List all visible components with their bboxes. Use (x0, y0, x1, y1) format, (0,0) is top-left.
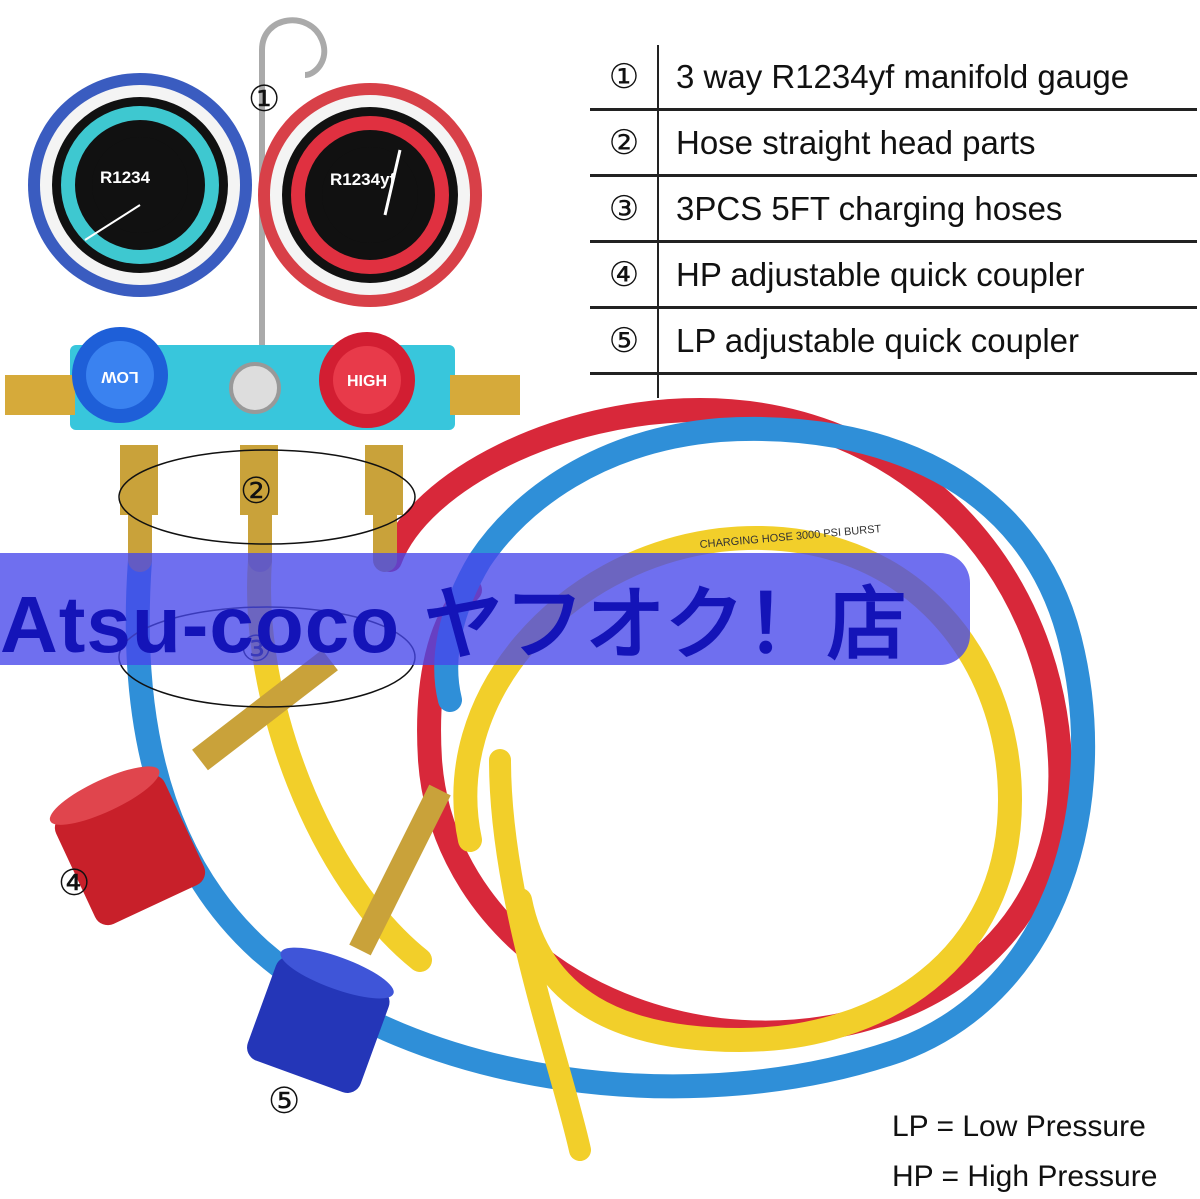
legend-hp: HP = High Pressure (892, 1160, 1158, 1193)
right-port (450, 375, 520, 415)
brass-fitting (349, 784, 451, 956)
row-number: ⑤ (608, 321, 640, 360)
table-row: ② Hose straight head parts (590, 111, 1197, 177)
high-knob-label: HIGH (347, 373, 387, 390)
left-port (5, 375, 75, 415)
row-label: HP adjustable quick coupler (676, 255, 1085, 293)
hp-coupler (49, 766, 206, 926)
row-label: 3 way R1234yf manifold gauge (676, 57, 1130, 95)
lp-coupler (247, 947, 394, 1093)
callout-ellipse-2 (118, 449, 416, 545)
left-gauge-label: R1234 (100, 168, 151, 187)
watermark-background (0, 553, 970, 665)
low-knob-label: LOW (100, 368, 138, 385)
watermark-text: Atsu-coco ヤフオク！店 (0, 580, 908, 669)
high-knob: HIGH (319, 332, 415, 428)
brass-fitting (192, 649, 338, 771)
callout-5: ⑤ (268, 1080, 301, 1121)
callout-1: ① (248, 78, 281, 119)
row-label: LP adjustable quick coupler (676, 321, 1079, 359)
brass-fitting (365, 445, 403, 515)
callout-2: ② (240, 470, 273, 511)
table-row: ④ HP adjustable quick coupler (590, 243, 1197, 309)
table-row: ① 3 way R1234yf manifold gauge (590, 45, 1197, 111)
legend-lp: LP = Low Pressure (892, 1110, 1146, 1143)
callout-4: ④ (58, 862, 91, 903)
brass-fitting (240, 445, 278, 515)
parts-table: ① 3 way R1234yf manifold gauge ② Hose stra… (590, 45, 1197, 418)
hook (259, 17, 328, 360)
table-row: ③ 3PCS 5FT charging hoses (590, 177, 1197, 243)
table-divider (657, 45, 659, 398)
row-number: ③ (608, 189, 640, 228)
row-number: ① (608, 57, 640, 96)
yellow-hose-tail (489, 749, 591, 1161)
brass-fitting (120, 445, 158, 515)
low-pressure-gauge: R1234 (28, 73, 252, 297)
table-row: ⑤ LP adjustable quick coupler (590, 309, 1197, 375)
table-row-empty (590, 375, 1197, 418)
row-number: ② (608, 123, 640, 162)
row-label: 3PCS 5FT charging hoses (676, 189, 1063, 227)
high-pressure-gauge: R1234yf (258, 83, 482, 307)
row-label: Hose straight head parts (676, 123, 1036, 161)
low-knob: LOW (72, 327, 168, 423)
right-gauge-label: R1234yf (330, 170, 396, 189)
center-port (229, 362, 281, 414)
row-number: ④ (608, 255, 640, 294)
blue-hose (125, 416, 1096, 1099)
